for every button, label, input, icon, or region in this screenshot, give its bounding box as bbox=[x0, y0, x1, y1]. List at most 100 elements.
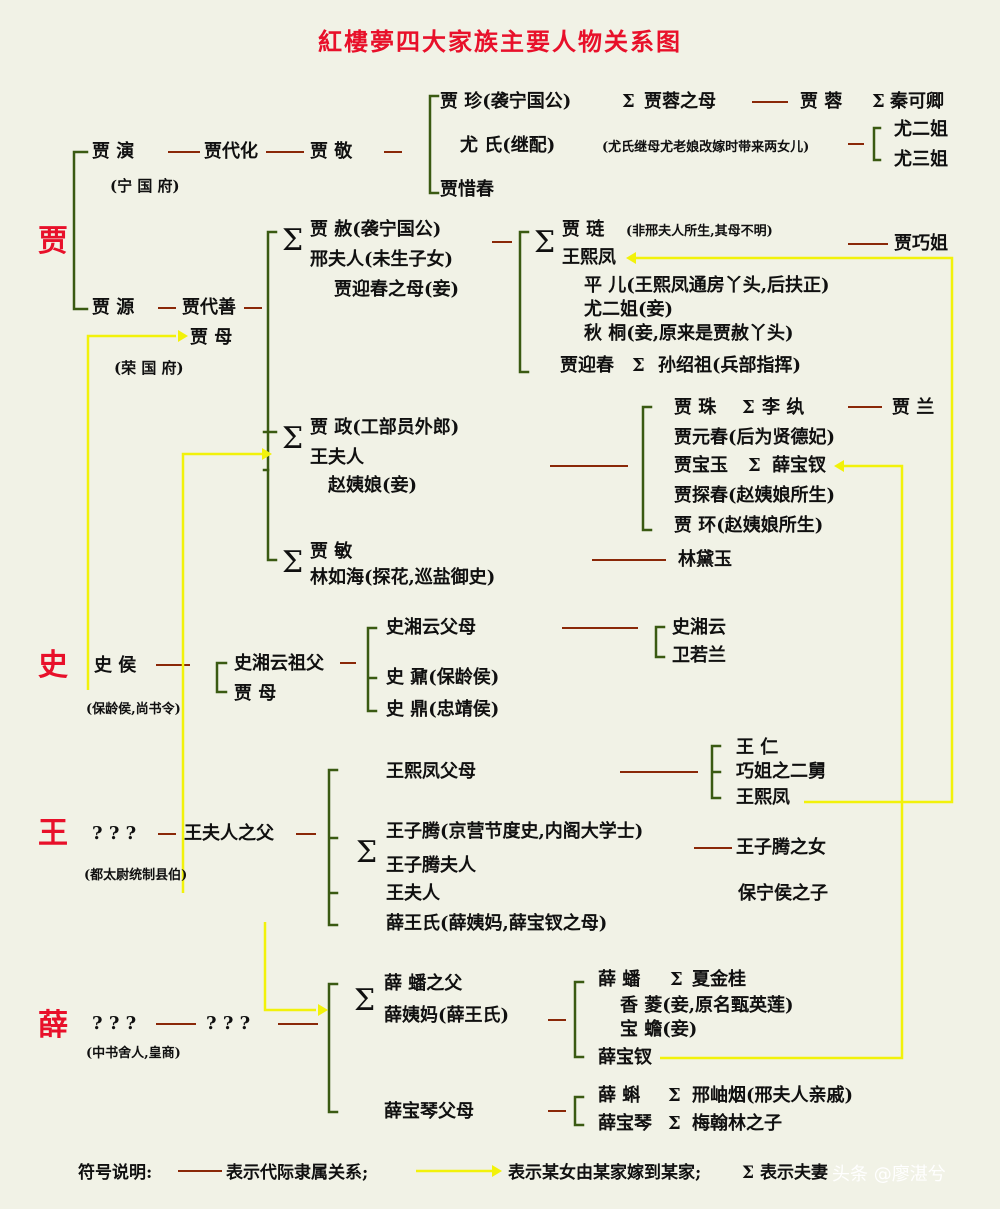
legend-label: 符号说明: bbox=[78, 1163, 153, 1183]
person-jia-rong: 贾 蓉 bbox=[800, 91, 843, 112]
person-jia-qiaojie: 贾巧姐 bbox=[894, 233, 948, 254]
person-jia-min: 贾 敏 bbox=[310, 541, 353, 562]
person-jia-xichun: 贾惜春 bbox=[440, 179, 494, 200]
person-jia-daishan: 贾代善 bbox=[182, 297, 236, 318]
clan-label-shi: 史 bbox=[38, 648, 68, 683]
clan-label-jia: 贾 bbox=[38, 224, 68, 259]
legend-line-text: 表示代际隶属关系; bbox=[226, 1163, 369, 1183]
person-you-shi: 尤 氏(继配) bbox=[460, 135, 556, 156]
bracket-jia-she-children bbox=[518, 230, 530, 374]
person-jia-lian: 贾 琏 bbox=[562, 219, 605, 240]
arrow-xue-wangshi bbox=[263, 922, 316, 1012]
rongguofu-label: (荣 国 府) bbox=[114, 359, 184, 377]
person-wang-ziteng: 王子腾(京营节度史,内阁大学士) bbox=[386, 821, 644, 842]
person-jia-yan: 贾 演 bbox=[92, 141, 135, 162]
arrowhead-wang-furen bbox=[262, 448, 272, 460]
legend-arrowhead bbox=[492, 1165, 502, 1177]
bracket-jia-zheng-children bbox=[641, 405, 653, 532]
bracket-xiangyun bbox=[654, 625, 666, 659]
person-jia-mu: 贾 母 bbox=[190, 327, 233, 348]
bracket-shi-grandfather bbox=[366, 626, 378, 713]
person-bao-chan: 宝 蟾(妾) bbox=[620, 1019, 698, 1040]
arrowhead-xue-wangshi bbox=[318, 1004, 328, 1016]
arrowhead-xue-baochai bbox=[834, 460, 844, 472]
person-jia-tanchun: 贾探春(赵姨娘所生) bbox=[674, 485, 836, 506]
clan-label-xue: 薛 bbox=[38, 1008, 68, 1043]
person-qin-keqing: 秦可卿 bbox=[890, 91, 944, 112]
person-qiaojie-uncle: 巧姐之二舅 bbox=[736, 761, 826, 782]
person-xia-jingui: 夏金桂 bbox=[692, 969, 746, 990]
person-you-erjie: 尤二姐 bbox=[894, 119, 948, 140]
sigma-marriage: Σ bbox=[668, 1085, 681, 1106]
legend-arrow-text: 表示某女由某家嫁到某家; bbox=[508, 1163, 702, 1183]
arrow-wang-furen bbox=[181, 452, 262, 893]
person-jia-daihua: 贾代化 bbox=[204, 141, 258, 162]
person-baoqin-parents: 薛宝琴父母 bbox=[384, 1101, 474, 1122]
sigma-marriage: Σ bbox=[748, 455, 761, 476]
sigma-marriage: Σ bbox=[668, 1113, 681, 1134]
person-xue-yima: 薛姨妈(薛王氏) bbox=[384, 1005, 510, 1026]
bracket-jia-jing-children bbox=[428, 94, 440, 195]
person-lin-daiyu: 林黛玉 bbox=[678, 549, 732, 570]
person-xue-baochai-xue: 薛宝钗 bbox=[598, 1047, 652, 1068]
clan-label-wang: 王 bbox=[38, 816, 68, 851]
person-xue-unknown-a: ? ? ? bbox=[92, 1013, 137, 1034]
bracket-xue-pan-children bbox=[573, 980, 585, 1059]
person-xiangyun-grandfather: 史湘云祖父 bbox=[234, 653, 324, 674]
person-zhao-yiniang: 赵姨娘(妾) bbox=[328, 475, 418, 496]
person-jia-huan: 贾 环(赵姨娘所生) bbox=[674, 515, 824, 536]
person-jia-yuan: 贾 源 bbox=[92, 297, 135, 318]
person-xiang-ling: 香 菱(妾,原名甄英莲) bbox=[620, 995, 794, 1016]
sigma-marriage: Σ bbox=[622, 91, 635, 112]
person-xue-ke: 薛 蝌 bbox=[598, 1085, 641, 1106]
person-xue-unknown-b: ? ? ? bbox=[206, 1013, 251, 1034]
sigma-marriage: Σ bbox=[282, 545, 304, 580]
you-shi-note: (尤氏继母尤老娘改嫁时带来两女儿) bbox=[602, 140, 810, 155]
person-baoning-son: 保宁侯之子 bbox=[738, 883, 828, 904]
person-jia-zhu: 贾 珠 bbox=[674, 397, 717, 418]
sigma-marriage: Σ bbox=[534, 225, 556, 260]
person-ping-er: 平 儿(王熙凤通房丫头,后扶正) bbox=[584, 275, 830, 296]
arrow-jia-mu bbox=[86, 334, 176, 690]
person-you-erjie-qie: 尤二姐(妾) bbox=[584, 299, 674, 320]
person-li-wan: 李 纨 bbox=[762, 397, 805, 418]
person-xue-baoqin: 薛宝琴 bbox=[598, 1113, 652, 1134]
person-jia-yingchun: 贾迎春 bbox=[560, 355, 614, 376]
person-wang-furen-father: 王夫人之父 bbox=[184, 823, 274, 844]
sigma-marriage: Σ bbox=[354, 983, 376, 1018]
xue-note: (中书舍人,皇商) bbox=[86, 1046, 181, 1061]
person-xiangyun-parents: 史湘云父母 bbox=[386, 617, 476, 638]
ningguofu-label: (宁 国 府) bbox=[110, 177, 180, 195]
person-wang-furen-wang: 王夫人 bbox=[386, 883, 440, 904]
wang-note: (都太尉统制县伯) bbox=[84, 868, 188, 883]
person-xue-baochai: 薛宝钗 bbox=[772, 455, 826, 476]
person-xue-wangshi: 薛王氏(薛姨妈,薛宝钗之母) bbox=[386, 913, 608, 934]
person-wang-xifeng: 王熙凤 bbox=[562, 247, 616, 268]
person-qiu-tong: 秋 桐(妾,原来是贾赦丫头) bbox=[584, 323, 794, 344]
person-mei-son: 梅翰林之子 bbox=[692, 1113, 782, 1134]
person-shi-hou: 史 侯 bbox=[94, 655, 137, 676]
sigma-marriage: Σ bbox=[872, 91, 885, 112]
bracket-shi-hou bbox=[215, 661, 228, 694]
person-wang-ren: 王 仁 bbox=[736, 737, 779, 758]
arrowhead-jia-mu bbox=[178, 330, 188, 342]
person-yingchun-mother: 贾迎春之母(妾) bbox=[334, 279, 460, 300]
person-xue-pan: 薛 蟠 bbox=[598, 969, 641, 990]
person-xifeng-parents: 王熙凤父母 bbox=[386, 761, 476, 782]
person-you-sanjie: 尤三姐 bbox=[894, 149, 948, 170]
jia-lian-note: (非邢夫人所生,其母不明) bbox=[626, 224, 773, 239]
person-xue-pan-father: 薛 蟠之父 bbox=[384, 973, 463, 994]
person-wang-ziteng-furen: 王子腾夫人 bbox=[386, 855, 476, 876]
person-xing-furen: 邢夫人(未生子女) bbox=[310, 249, 454, 270]
bracket-wang-ren bbox=[710, 744, 722, 800]
sigma-marriage: Σ bbox=[670, 969, 683, 990]
bracket-jia-root bbox=[72, 150, 89, 311]
person-jia-jing: 贾 敬 bbox=[310, 141, 353, 162]
arrowhead-wang-xifeng bbox=[626, 252, 636, 264]
legend-sigma-text: Σ 表示夫妻 bbox=[742, 1163, 828, 1183]
shi-hou-note: (保龄侯,尚书令) bbox=[86, 702, 181, 717]
person-jia-she: 贾 赦(袭宁国公) bbox=[310, 219, 442, 240]
bracket-wang-father bbox=[327, 768, 339, 927]
person-jia-yuanchun: 贾元春(后为贤德妃) bbox=[674, 427, 836, 448]
